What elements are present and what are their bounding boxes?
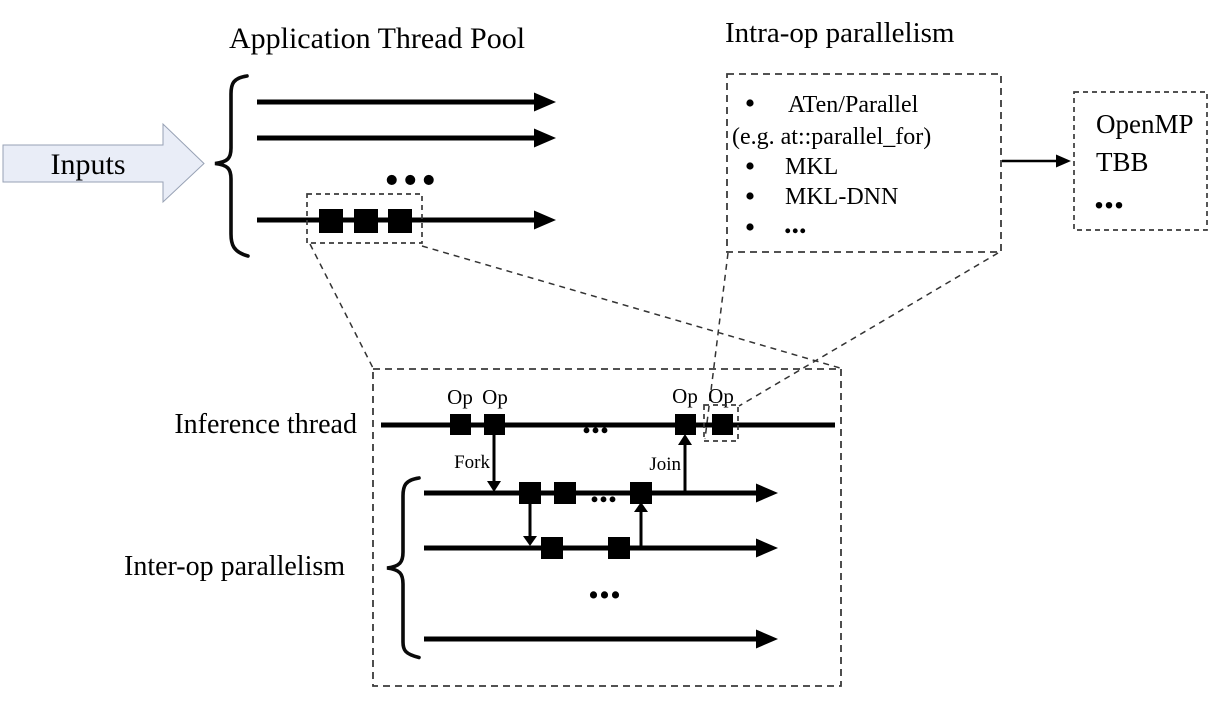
callout-line [704,252,729,440]
op-square [675,414,696,435]
fork-down-arrowhead [523,536,537,546]
op-zoom-box [703,404,739,442]
op-square [519,482,541,504]
op-square [450,414,471,435]
inference-op-squares [450,414,733,435]
join-up-arrowhead [634,502,648,512]
bullet-icon [746,99,754,107]
op-square [319,209,343,233]
op-square [630,482,652,504]
fork-arrowhead [487,481,501,492]
thread-arrowhead [534,210,556,230]
bullet-icon [746,192,754,200]
callout-lines [309,243,999,440]
op-square [354,209,378,233]
op-label: Op [672,384,698,408]
worker1-ellipsis: ... [590,470,617,510]
pool-brace [214,74,250,258]
bullet-item: ATen/Parallel [788,92,919,118]
worker-thread-arrowhead [756,483,778,503]
bullet-item: MKL-DNN [785,184,898,210]
op-label: Op [708,384,734,408]
op-square [541,537,563,559]
op-square [608,537,630,559]
callout-line [309,243,374,369]
thread-arrowhead [534,128,556,148]
inference-ellipsis: ... [582,401,609,441]
bullet-item: ... [784,207,807,240]
app-thread-pool-title: Application Thread Pool [229,22,525,55]
intra-op-title: Intra-op parallelism [725,17,955,49]
op-square [554,482,576,504]
inputs-arrow-outline [2,122,205,204]
thread-arrowhead [534,92,556,112]
inputs-arrow [3,124,204,202]
pool-ellipsis: ... [384,130,440,198]
intra-arrowhead [1056,154,1071,168]
inputs-label: Inputs [51,148,126,181]
op-label: Op [447,385,473,409]
bullet-item: MKL [785,154,838,180]
worker1-op-squares [519,482,652,504]
join-label: Join [649,454,681,475]
op-square [484,414,505,435]
op-square [388,209,412,233]
inference-thread-label: Inference thread [174,409,357,440]
join-arrowhead [678,434,692,445]
interop-brace [386,476,421,660]
op-label: Op [482,385,508,409]
op-square [712,414,733,435]
intra-op-bullet-list: ATen/Parallel (e.g. at::parallel_for) MK… [732,92,931,240]
worker-thread-arrowhead [756,629,778,649]
backend-item: ... [1094,172,1124,217]
pool-zoom-box [306,193,423,244]
worker2-op-squares [541,537,630,559]
bullet-icon [746,223,754,231]
intra-op-box [726,73,1002,253]
main-zoom-box [372,368,842,687]
pool-op-squares [319,209,412,233]
backend-box [1073,91,1208,231]
backend-item: OpenMP [1096,109,1194,139]
backend-item: TBB [1096,147,1149,177]
interop-label: Inter-op parallelism [124,551,345,582]
fork-label: Fork [454,452,490,473]
bullet-item: (e.g. at::parallel_for) [732,124,931,150]
workers-ellipsis: ... [588,559,621,608]
bullet-icon [746,162,754,170]
worker-thread-arrowhead [756,538,778,558]
